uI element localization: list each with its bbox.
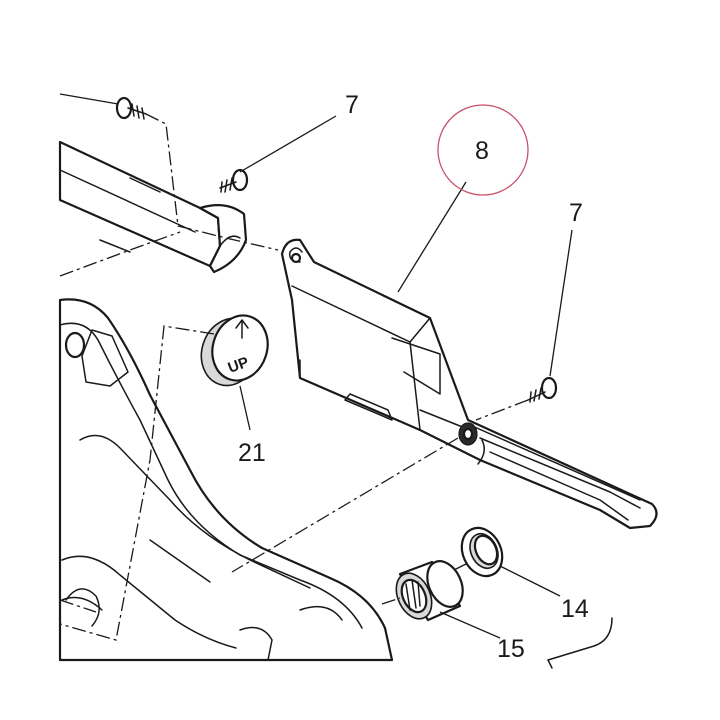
cap-up-marking: UP	[226, 354, 251, 377]
bolt-upper-middle	[219, 168, 249, 193]
callout-15: 15	[497, 635, 525, 663]
callout-7-upper: 7	[345, 91, 359, 119]
callout-14: 14	[561, 595, 589, 623]
assembly-lines	[59, 113, 529, 641]
bolt-upper-left	[115, 96, 147, 120]
frame-edge	[547, 617, 613, 669]
leader-lines	[59, 93, 573, 639]
callout-7-right: 7	[569, 199, 583, 227]
highlight-circle	[437, 104, 529, 196]
callout-21: 21	[238, 439, 266, 467]
needle-bearing	[395, 560, 464, 622]
callout-8: 8	[475, 137, 489, 165]
upper-chain-rail	[58, 140, 248, 274]
bolt-right	[527, 376, 558, 403]
ring	[460, 526, 504, 578]
chain-guard	[280, 238, 658, 530]
cap: UP	[200, 314, 269, 387]
swing-arm	[58, 298, 394, 662]
